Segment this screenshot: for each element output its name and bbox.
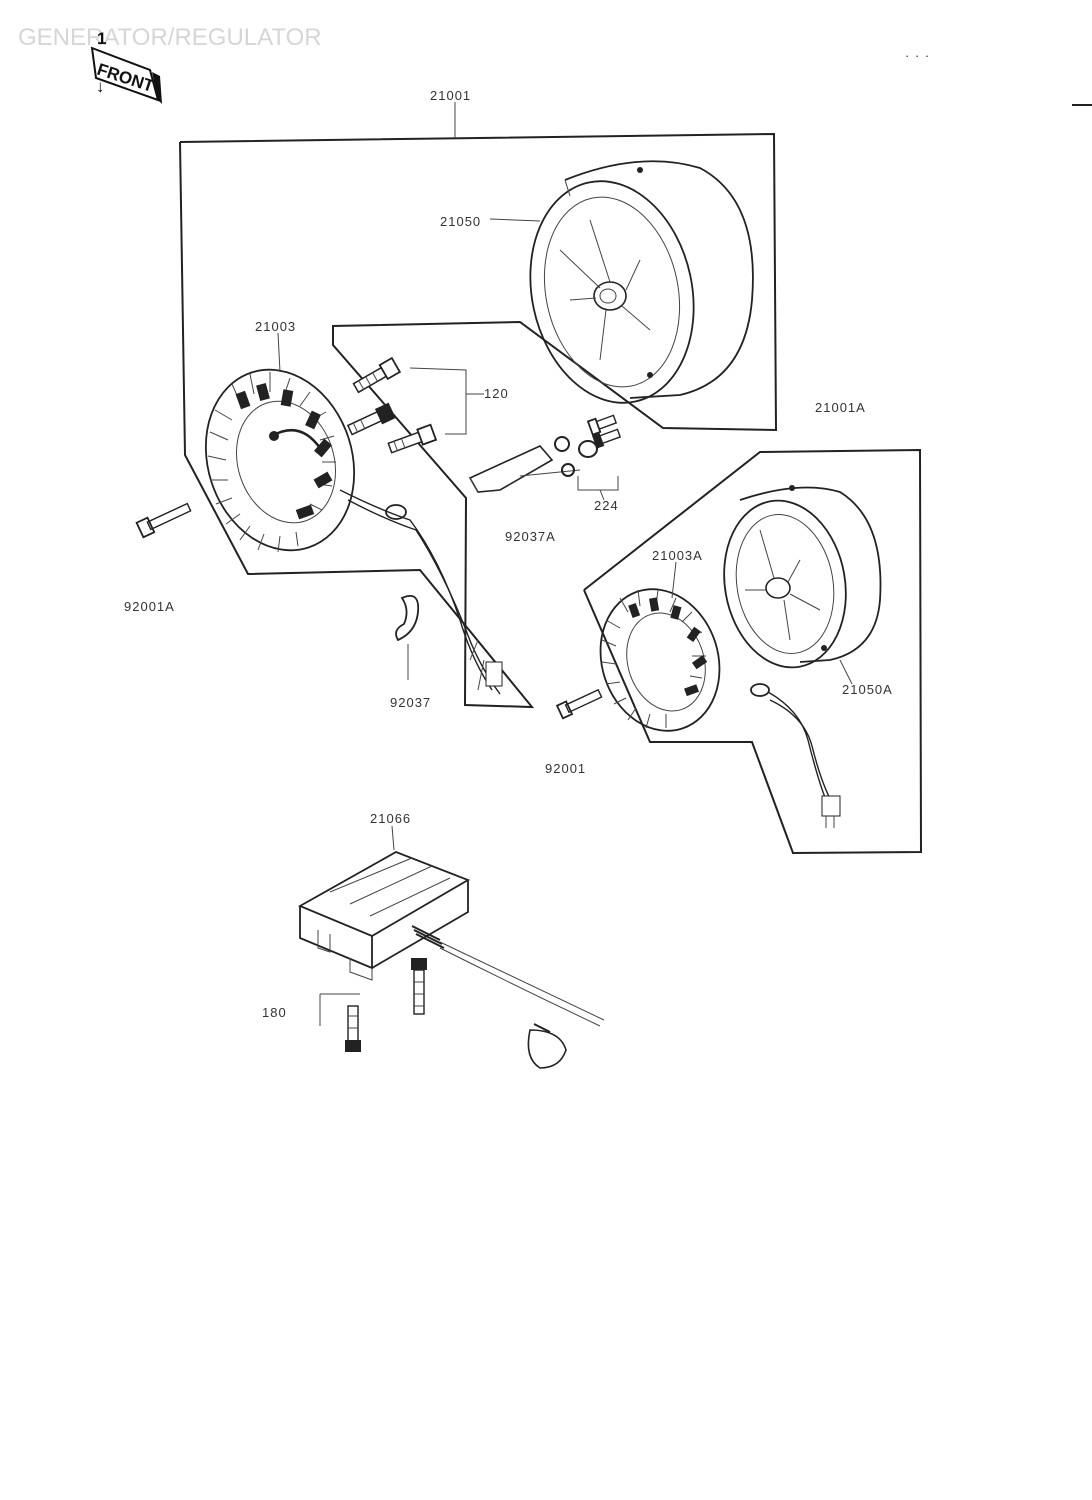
- label-holder: 92037: [390, 695, 431, 710]
- stator-coil-a: [599, 588, 721, 732]
- leader-rotor-a: [839, 659, 853, 685]
- label-rotor: 21050: [440, 214, 481, 229]
- holder-bracket: [468, 445, 581, 493]
- label-rotor-a: 21050A: [842, 682, 893, 697]
- label-assembly-a: 21001A: [815, 400, 866, 415]
- leader-regulator: [391, 825, 395, 851]
- stator-bolt: [555, 688, 603, 720]
- nut-group: [554, 414, 622, 501]
- assembly-outline: [179, 132, 778, 709]
- stator-bolt-a: [135, 502, 192, 539]
- leader-stator-a: [671, 561, 677, 599]
- regulator-unit: [297, 851, 605, 1069]
- corner-text: · · ·: [905, 48, 930, 63]
- rotor-drum-a: [723, 485, 882, 669]
- wire-clip: [395, 594, 420, 680]
- label-bolt-group: 120: [484, 386, 509, 401]
- stator-wire-harness: [339, 489, 503, 695]
- assembly-outline-a: [583, 448, 923, 855]
- regulator-bolts: [319, 958, 427, 1052]
- label-holder-a: 92037A: [505, 529, 556, 544]
- label-regulator: 21066: [370, 811, 411, 826]
- rotor-drum: [529, 160, 754, 404]
- label-stator: 21003: [255, 319, 296, 334]
- page-title: GENERATOR/REGULATOR: [18, 24, 322, 51]
- leader-rotor: [489, 218, 541, 222]
- label-regulator-bolt: 180: [262, 1005, 287, 1020]
- front-arrow-icon: ↓: [96, 77, 105, 96]
- stator-coil: [204, 368, 356, 553]
- bolt-group: [346, 356, 484, 454]
- stator-wire-harness-a: [750, 683, 841, 828]
- label-top-assembly: 21001: [430, 88, 471, 103]
- leader-stator: [277, 332, 281, 373]
- label-bolt-a: 92001A: [124, 599, 175, 614]
- front-mark: 1: [97, 29, 106, 48]
- label-bolt: 92001: [545, 761, 586, 776]
- label-stator-a: 21003A: [652, 548, 703, 563]
- label-nut-group: 224: [594, 498, 619, 513]
